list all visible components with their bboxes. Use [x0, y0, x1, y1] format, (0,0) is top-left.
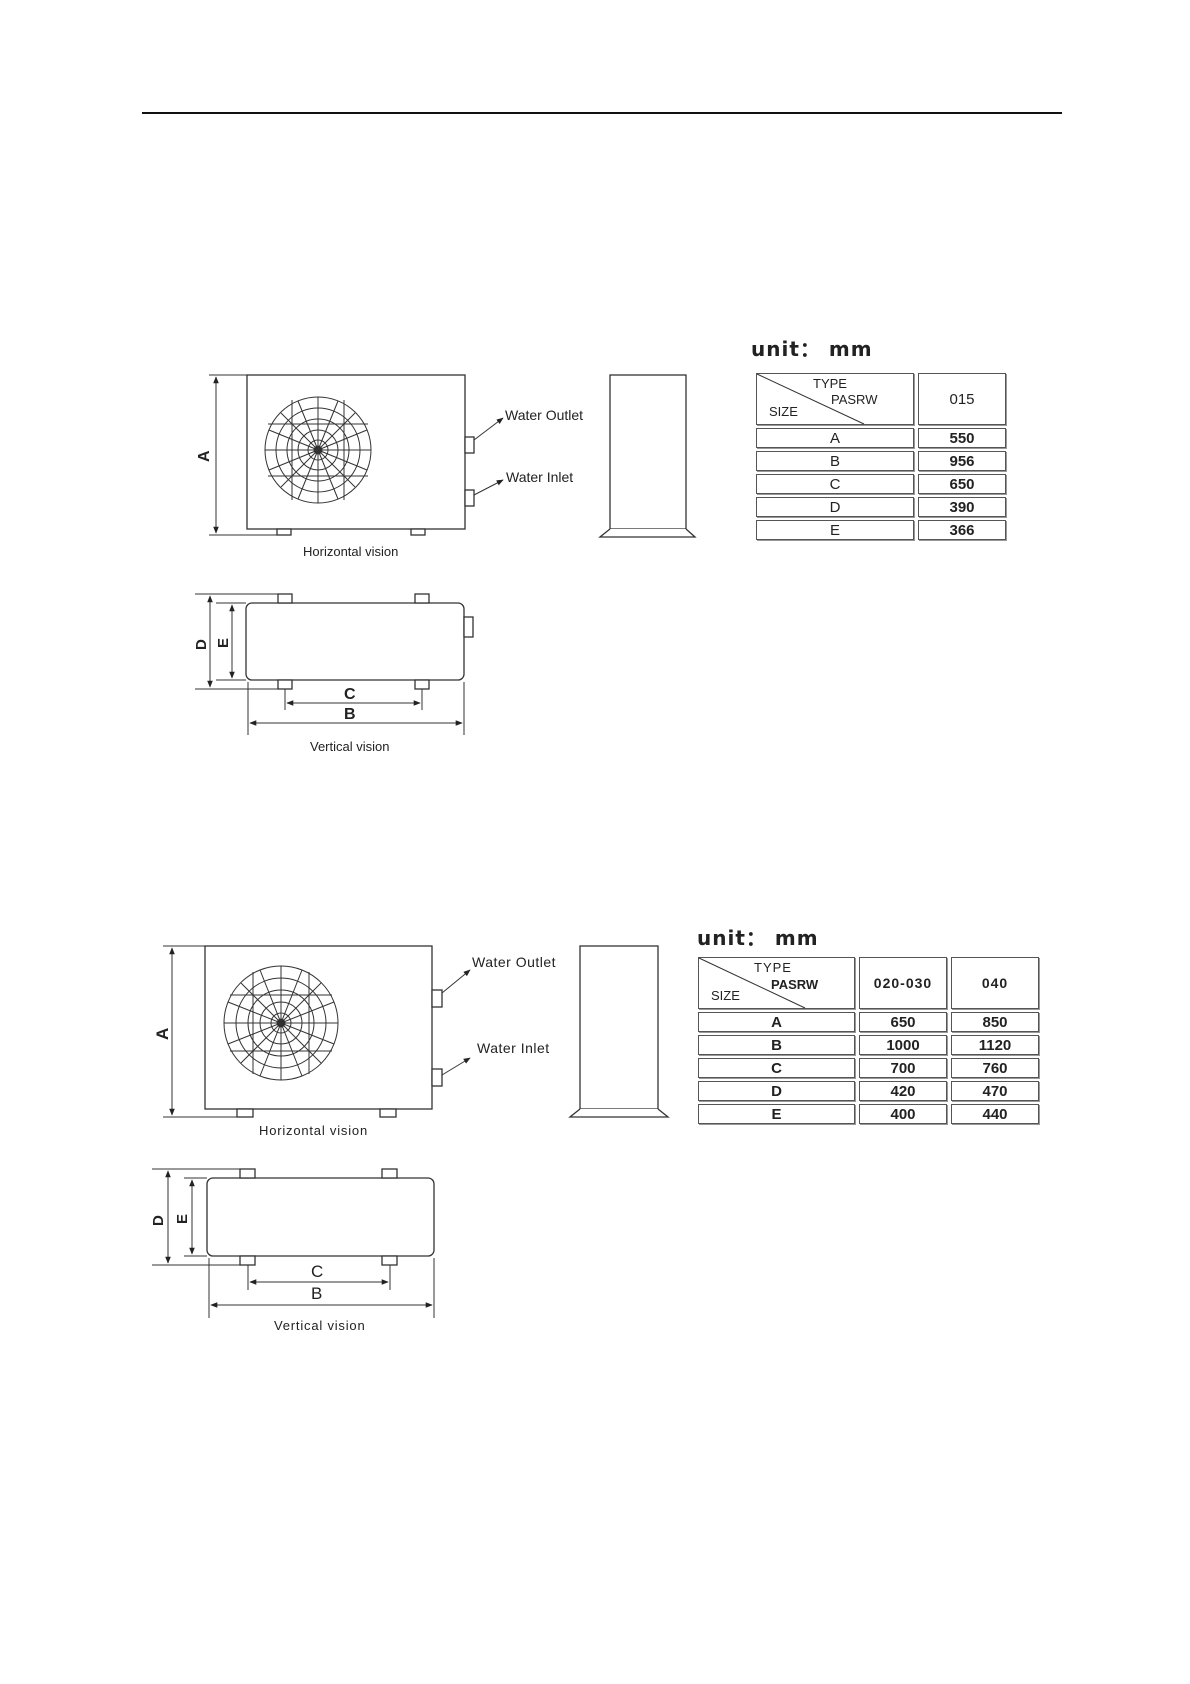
- value-cell: 850: [951, 1012, 1039, 1032]
- unit-label: unit： mm: [697, 922, 819, 951]
- type-size-header: TYPE PASRW SIZE: [698, 957, 855, 1009]
- size-cell: C: [698, 1058, 855, 1078]
- dim-e-label: E: [174, 1214, 191, 1224]
- series-label: PASRW: [771, 977, 818, 992]
- value-cell: 400: [859, 1104, 947, 1124]
- value-cell: 420: [859, 1081, 947, 1101]
- value-cell: 760: [951, 1058, 1039, 1078]
- value-cell: 650: [859, 1012, 947, 1032]
- side-view: [570, 946, 668, 1117]
- section-model-020-040: Water Outlet Water Inlet A Horizontal vi…: [0, 0, 1190, 1340]
- model-header: 040: [951, 957, 1039, 1009]
- value-cell: 1000: [859, 1035, 947, 1055]
- front-view: [163, 946, 470, 1117]
- value-cell: 440: [951, 1104, 1039, 1124]
- type-label: TYPE: [754, 960, 792, 975]
- size-label: SIZE: [711, 988, 740, 1003]
- dim-b-label: B: [311, 1284, 322, 1303]
- value-cell: 1120: [951, 1035, 1039, 1055]
- water-outlet-label: Water Outlet: [472, 954, 556, 970]
- size-cell: B: [698, 1035, 855, 1055]
- value-cell: 700: [859, 1058, 947, 1078]
- dim-a-label: A: [153, 1028, 172, 1040]
- dimension-drawings: Water Outlet Water Inlet A Horizontal vi…: [0, 0, 1190, 1340]
- table-header-row: TYPE PASRW SIZE 020-030 040: [698, 957, 1039, 1009]
- size-cell: A: [698, 1012, 855, 1032]
- top-view: [152, 1169, 434, 1318]
- vertical-vision-label: Vertical vision: [274, 1318, 365, 1333]
- dim-d-label: D: [150, 1215, 167, 1226]
- fan-grill-icon: [224, 966, 338, 1080]
- dim-c-label: C: [311, 1262, 323, 1281]
- size-cell: E: [698, 1104, 855, 1124]
- horizontal-vision-label: Horizontal vision: [259, 1123, 368, 1138]
- value-cell: 470: [951, 1081, 1039, 1101]
- model-header: 020-030: [859, 957, 947, 1009]
- water-inlet-label: Water Inlet: [477, 1040, 550, 1056]
- size-cell: D: [698, 1081, 855, 1101]
